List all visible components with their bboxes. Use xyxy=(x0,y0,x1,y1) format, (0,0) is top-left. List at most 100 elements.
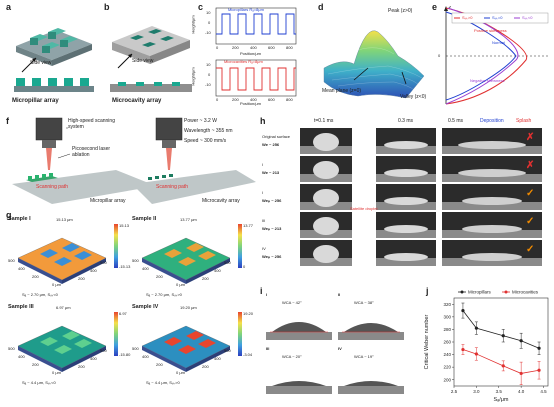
droplet-frame xyxy=(300,184,352,210)
plot-frame xyxy=(453,297,549,387)
colorbar-bottom: 0 xyxy=(243,264,246,269)
microcavity-array-caption-f: Microcavity array xyxy=(202,198,240,204)
legend-sk-zero: Sₛₖ=0 xyxy=(492,15,503,20)
axis-tick-left-400: 400 xyxy=(18,354,25,359)
deposition-mark-icon: ✓ xyxy=(526,244,535,255)
zero-label: 0 xyxy=(438,53,441,58)
axis-tick-left-200: 200 xyxy=(156,362,163,367)
droplet-frame xyxy=(376,212,436,238)
y-tick-label: 280 xyxy=(443,327,451,332)
axis-tick-right-500: 500 xyxy=(224,348,231,353)
contact-angle-image xyxy=(338,310,404,340)
c-top-xtick-2: 200 xyxy=(232,45,239,50)
c-bottom-ytick-2: 0 xyxy=(208,72,211,77)
c-bottom-xtick-5: 800 xyxy=(286,97,293,102)
y-tick-label: 200 xyxy=(443,377,451,382)
legend-sk-positive: Sₛₖ>0 xyxy=(462,15,473,20)
wca-value: WCA ~ 38° xyxy=(354,300,374,305)
c-bottom-ytick-1: 10 xyxy=(206,62,211,67)
panel-g-letter: g xyxy=(6,210,12,220)
colorbar-bottom: -3.04 xyxy=(243,352,253,357)
weber-label: We ~ 213 xyxy=(262,170,280,175)
c-top-ylabel: Height/μm xyxy=(190,15,196,34)
contact-angle-image xyxy=(266,364,332,394)
sample-surface xyxy=(17,325,107,372)
mean-plane-label: Mean plane (z=0) xyxy=(322,88,362,94)
sample-title: Sample I xyxy=(8,216,31,222)
colorbar xyxy=(238,224,242,268)
c-top-ytick-2: 0 xyxy=(208,20,211,25)
wca-sample-label: III xyxy=(266,346,270,351)
colorbar-top: 19.20 xyxy=(243,311,254,316)
sample-stats: Sₐ ~ 4.4 μm, Sₛₖ>0 xyxy=(146,380,180,385)
c-top-ytick-1: 10 xyxy=(206,10,211,15)
wavelength-label: Wavelength ~ 355 nm xyxy=(184,128,233,134)
sample-title: Sample IV xyxy=(132,304,159,310)
satellite-label: Satellite droplet xyxy=(350,206,378,211)
axis-tick-origin: 0 μm xyxy=(176,282,185,287)
axis-tick-right-200: 200 xyxy=(78,276,85,281)
sample-title: Sample II xyxy=(132,216,157,222)
axis-tick-left-400: 400 xyxy=(142,354,149,359)
droplet-frame xyxy=(376,240,436,266)
axis-tick-left-500: 500 xyxy=(132,258,139,263)
c-top-xtick-3: 400 xyxy=(250,45,257,50)
panel-c-letter: c xyxy=(198,2,204,12)
colorbar-top: 15.13 xyxy=(119,223,130,228)
axis-tick-left-200: 200 xyxy=(156,274,163,279)
droplet-frame xyxy=(300,212,352,238)
axis-tick-left-200: 200 xyxy=(32,362,39,367)
c-bottom-xtick-2: 200 xyxy=(232,97,239,102)
c-bottom-xtick-3: 400 xyxy=(250,97,257,102)
y-axis-label: Critical Weber number xyxy=(424,315,430,370)
x-tick-label: 3.0 xyxy=(473,389,480,394)
data-point xyxy=(519,339,523,343)
c-top-xtick-5: 800 xyxy=(286,45,293,50)
data-point xyxy=(461,347,465,352)
micropillar-illustration xyxy=(14,28,94,92)
y-tick-label: 320 xyxy=(443,302,451,307)
side-view-label-a: Side view xyxy=(30,60,52,66)
droplet-frame xyxy=(300,156,352,182)
wca-value: WCA ~ 42° xyxy=(282,300,302,305)
row-label: III xyxy=(262,218,266,223)
micropillar-caption: Micropillar array xyxy=(12,98,59,104)
row-label: I xyxy=(262,162,264,167)
panel-e-letter: e xyxy=(432,2,438,12)
colorbar xyxy=(114,312,118,356)
axis-tick-right-400: 400 xyxy=(90,356,97,361)
contact-angle-image xyxy=(338,364,404,394)
axis-tick-right-500: 500 xyxy=(224,260,231,265)
droplet-frame xyxy=(442,240,542,266)
row-label: Original surface xyxy=(262,134,291,139)
c-top-xtick-4: 600 xyxy=(268,45,275,50)
y-tick-label: 300 xyxy=(443,314,451,319)
axis-tick-right-400: 400 xyxy=(214,356,221,361)
peak-label: Peak (z>0) xyxy=(388,8,413,14)
sample-zmax: 15.13 μm xyxy=(56,217,73,222)
colorbar-top: 13.77 xyxy=(243,223,254,228)
weber-label: We ~ 256 xyxy=(262,142,280,147)
data-point xyxy=(501,334,505,338)
weber-label: Weₑₗ ~ 256 xyxy=(262,198,282,203)
axis-tick-left-500: 500 xyxy=(8,346,15,351)
c-top-xlabel: Position/μm xyxy=(240,51,261,56)
panel-h-letter: h xyxy=(260,116,266,126)
splash-mark-icon: ✗ xyxy=(526,132,535,143)
panel-f-letter: f xyxy=(6,116,9,126)
axis-tick-right-500: 500 xyxy=(100,348,107,353)
data-point xyxy=(474,352,478,356)
time-label-3: 0.5 ms xyxy=(448,118,464,124)
droplet-frame xyxy=(300,128,352,154)
sample-stats: Sₐ ~ 4.4 μm, Sₛₖ<0 xyxy=(22,380,56,385)
c-bottom-xtick-1: 0 xyxy=(216,97,219,102)
scanning-path-left: Scanning path xyxy=(36,184,68,190)
c-bottom-xlabel: Position/μm xyxy=(240,101,261,106)
data-point xyxy=(501,364,505,368)
droplet-frame xyxy=(442,128,542,154)
splash-mark-icon: ✗ xyxy=(526,160,535,171)
sample-zmax: 19.20 μm xyxy=(180,305,197,310)
droplet-frame xyxy=(376,128,436,154)
